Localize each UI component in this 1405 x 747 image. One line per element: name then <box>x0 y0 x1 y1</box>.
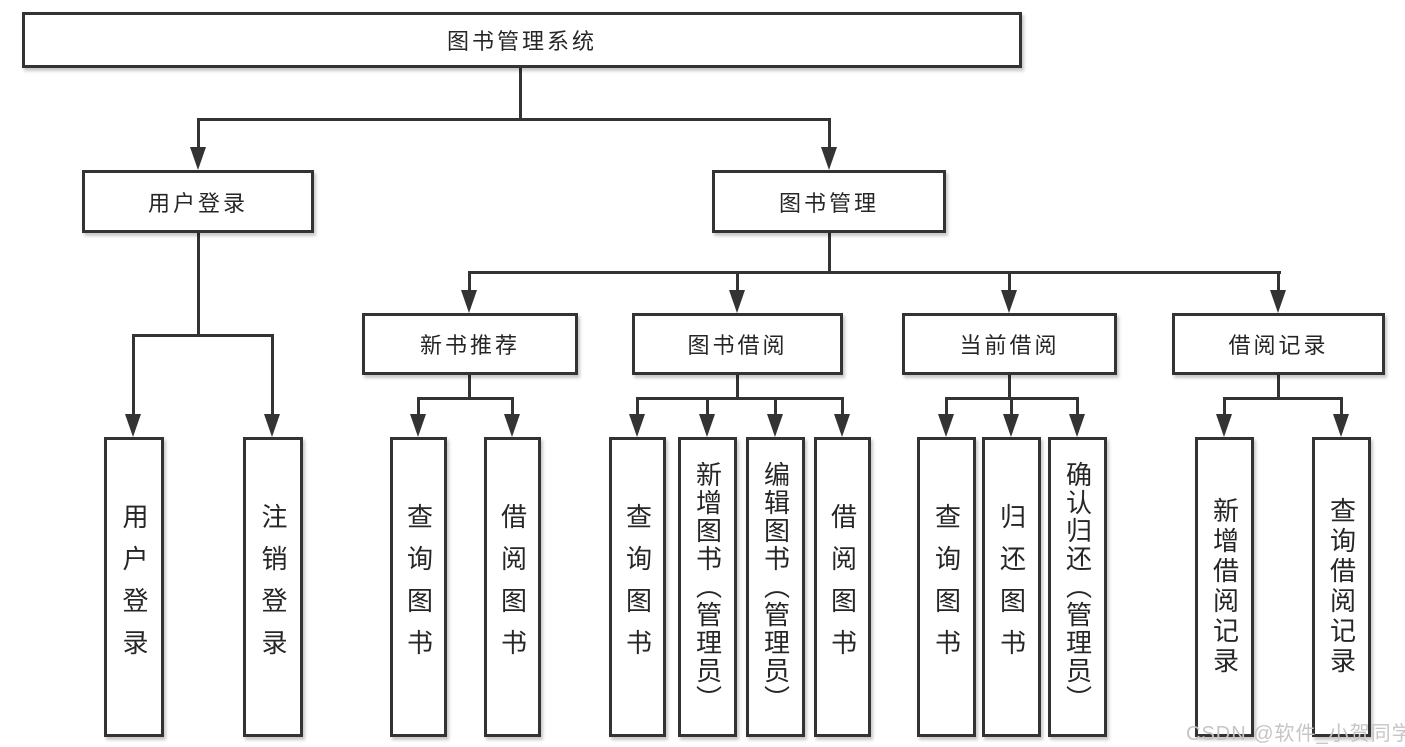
arrow-down-icon <box>629 414 645 437</box>
leaf-return-books: 归还图书 <box>982 437 1041 737</box>
node-current-borrow: 当前借阅 <box>902 313 1117 375</box>
leaf-label: 用户登录 <box>119 503 149 671</box>
node-label: 图书管理 <box>778 190 879 216</box>
connector-line <box>636 397 844 400</box>
arrow-down-icon <box>410 414 426 437</box>
connector-line <box>1076 397 1079 415</box>
arrow-down-icon <box>461 290 477 313</box>
node-label: 图书借阅 <box>687 333 788 358</box>
leaf-borrow-books-2: 借阅图书 <box>814 437 871 737</box>
leaf-label: 借阅图书 <box>497 503 528 671</box>
leaf-query-books-2: 查询图书 <box>609 437 666 737</box>
connector-line <box>1223 397 1343 400</box>
connector-line <box>132 334 135 416</box>
leaf-label: 查询图书 <box>403 503 434 671</box>
connector-line <box>519 67 522 119</box>
arrow-down-icon <box>1003 414 1019 437</box>
leaf-logout: 注销登录 <box>243 437 303 737</box>
leaf-query-borrow-record: 查询借阅记录 <box>1312 437 1371 737</box>
node-user-login: 用户登录 <box>82 170 314 233</box>
arrow-down-icon <box>190 147 206 170</box>
leaf-edit-book-admin: 编辑图书（管理员） <box>746 437 805 737</box>
connector-line <box>1340 397 1343 415</box>
node-label: 用户登录 <box>147 190 248 216</box>
connector-line <box>1008 271 1011 293</box>
connector-line <box>468 271 1281 274</box>
connector-line <box>1010 397 1013 415</box>
arrow-down-icon <box>264 414 280 437</box>
node-label: 新书推荐 <box>419 333 520 358</box>
connector-line <box>417 397 514 400</box>
leaf-query-books-1: 查询图书 <box>390 437 447 737</box>
leaf-label: 查询图书 <box>931 503 962 671</box>
arrow-down-icon <box>1069 414 1085 437</box>
node-borrow-records: 借阅记录 <box>1172 313 1385 375</box>
connector-line <box>736 373 739 399</box>
arrow-down-icon <box>1001 290 1017 313</box>
connector-line <box>841 397 844 415</box>
leaf-query-books-3: 查询图书 <box>917 437 976 737</box>
connector-line <box>828 231 831 273</box>
arrow-down-icon <box>125 414 141 437</box>
arrow-down-icon <box>1333 414 1349 437</box>
connector-line <box>1223 397 1226 415</box>
connector-line <box>945 397 948 415</box>
connector-line <box>132 334 274 337</box>
connector-line <box>417 397 420 415</box>
arrow-down-icon <box>1270 290 1286 313</box>
connector-line <box>1277 373 1280 399</box>
node-label: 借阅记录 <box>1228 333 1329 358</box>
leaf-label: 新增借阅记录 <box>1209 497 1240 677</box>
connector-line <box>774 397 777 415</box>
node-label: 图书管理系统 <box>446 29 597 54</box>
arrow-down-icon <box>767 414 783 437</box>
connector-line <box>511 397 514 415</box>
leaf-label: 新增图书（管理员） <box>692 461 723 713</box>
arrow-down-icon <box>729 290 745 313</box>
connector-line <box>271 334 274 416</box>
node-label: 当前借阅 <box>959 333 1060 358</box>
leaf-add-borrow-record: 新增借阅记录 <box>1195 437 1254 737</box>
connector-line <box>636 397 639 415</box>
leaf-label: 编辑图书（管理员） <box>760 461 791 713</box>
connector-line <box>197 118 200 152</box>
leaf-label: 归还图书 <box>996 503 1027 671</box>
arrow-down-icon <box>938 414 954 437</box>
leaf-label: 确认归还（管理员） <box>1062 461 1093 713</box>
arrow-down-icon <box>821 147 837 170</box>
connector-line <box>197 118 831 121</box>
arrow-down-icon <box>1216 414 1232 437</box>
connector-line <box>706 397 709 415</box>
leaf-borrow-books-1: 借阅图书 <box>484 437 541 737</box>
leaf-label: 查询借阅记录 <box>1326 497 1357 677</box>
connector-line <box>1277 271 1280 293</box>
csdn-watermark: CSDN @软件_小贺同学 <box>1186 723 1405 745</box>
connector-line <box>468 373 471 399</box>
leaf-label: 注销登录 <box>258 503 288 671</box>
node-root-system: 图书管理系统 <box>22 12 1022 68</box>
connector-line <box>197 231 200 335</box>
arrow-down-icon <box>504 414 520 437</box>
leaf-label: 查询图书 <box>622 503 653 671</box>
leaf-label: 借阅图书 <box>827 503 858 671</box>
leaf-add-book-admin: 新增图书（管理员） <box>678 437 737 737</box>
node-new-book-recommend: 新书推荐 <box>362 313 578 375</box>
connector-line <box>828 118 831 152</box>
connector-line <box>1008 373 1011 399</box>
leaf-confirm-return-admin: 确认归还（管理员） <box>1048 437 1107 737</box>
connector-line <box>468 271 471 293</box>
arrow-down-icon <box>699 414 715 437</box>
leaf-user-login: 用户登录 <box>104 437 164 737</box>
node-book-management: 图书管理 <box>712 170 946 233</box>
arrow-down-icon <box>834 414 850 437</box>
node-book-borrow: 图书借阅 <box>632 313 843 375</box>
connector-line <box>736 271 739 293</box>
